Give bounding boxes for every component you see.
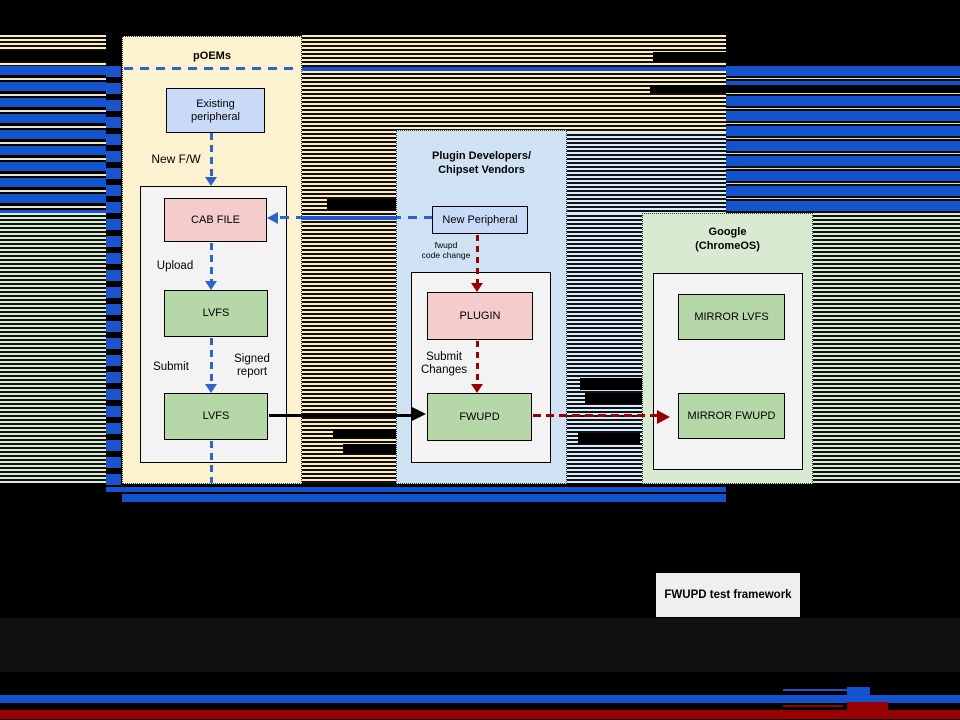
redaction-bar: [578, 433, 640, 444]
blue-glitch-line-top: [302, 67, 960, 71]
redaction-bar: [0, 50, 106, 62]
label-submit-changes-line2: Changes: [420, 364, 468, 376]
arrow-submit-head: [205, 384, 217, 393]
node-mirror-lvfs: MIRROR LVFS: [678, 294, 785, 340]
redaction-bar: [580, 378, 642, 390]
stripe-region-green-left: [0, 213, 106, 483]
node-mirror-fwupd-label: MIRROR FWUPD: [687, 409, 776, 422]
arrow-lvfs-to-fwupd-line: [269, 414, 413, 417]
label-new-fw: New F/W: [151, 152, 201, 166]
blue-glitch-bar-2: [122, 494, 726, 502]
node-mirror-fwupd: MIRROR FWUPD: [678, 393, 785, 439]
node-cab-file-label: CAB FILE: [191, 213, 240, 226]
label-submit: Submit: [153, 361, 189, 373]
dark-glitch-band: [0, 618, 960, 672]
panel-google-title-line2: (ChromeOS): [695, 240, 760, 252]
stripe-region-lightblue-upper: [567, 132, 726, 213]
node-fwupd-label: FWUPD: [459, 410, 500, 423]
red-glitch-bar-bottom: [0, 710, 960, 719]
node-fwupd: FWUPD: [427, 393, 532, 441]
blue-glitch-thin-line: [783, 689, 847, 691]
arrow-new-fw-head: [205, 177, 217, 186]
node-lvfs-submit-label: LVFS: [202, 410, 230, 422]
arrow-submit-changes-line: [476, 341, 479, 384]
label-submit-changes: Submit Changes: [416, 351, 472, 377]
label-upload: Upload: [156, 260, 194, 272]
panel-poems-title: pOEMs: [193, 50, 231, 62]
arrow-lvfs-to-fwupd-head: [412, 407, 426, 421]
label-submit-changes-line1: Submit: [426, 351, 462, 363]
label-signed-report-line1: Signed: [234, 353, 270, 365]
arrow-submit-changes-head: [471, 384, 483, 393]
red-glitch-block: [847, 702, 888, 711]
arrow-upload-line: [210, 243, 213, 282]
node-cab-file: CAB FILE: [164, 198, 267, 242]
blue-glitch-bar-bottom: [0, 695, 960, 703]
arrow-new-peripheral-to-cab-solid: [301, 216, 397, 220]
poems-dashed-divider: [124, 67, 300, 70]
redaction-bar: [327, 199, 397, 210]
stripe-region-tan-top-right: [567, 35, 726, 132]
stripe-region-blue-left: [0, 66, 106, 213]
node-new-peripheral-label: New Peripheral: [442, 213, 518, 226]
redaction-bar: [343, 444, 396, 454]
stripe-region-tan-above-plugin: [396, 35, 567, 130]
label-fwupd-code-change-line2: code change: [421, 250, 471, 260]
node-mirror-lvfs-label: MIRROR LVFS: [694, 310, 769, 323]
redaction-bar: [650, 85, 960, 93]
red-glitch-thin-line: [783, 705, 843, 707]
node-existing-peripheral-line1: Existing: [196, 97, 235, 110]
label-signed-report: Signed report: [224, 353, 280, 379]
redaction-bar: [333, 429, 396, 438]
stripe-region-green-right: [813, 213, 960, 483]
label-fwupd-code-change: fwupd code change: [404, 240, 488, 260]
node-lvfs-upload: LVFS: [164, 290, 268, 337]
node-plugin-label: PLUGIN: [459, 309, 501, 322]
node-existing-peripheral-line2: peripheral: [191, 110, 240, 123]
node-new-peripheral: New Peripheral: [432, 206, 528, 234]
blue-dashed-column: [106, 66, 121, 486]
node-fwupd-test-framework: FWUPD test framework: [656, 573, 800, 617]
arrow-new-peripheral-to-cab-head: [267, 212, 278, 224]
node-fwupd-test-framework-label: FWUPD test framework: [664, 588, 792, 601]
arrow-fwupd-code-change-line: [476, 235, 479, 283]
arrow-fwupd-to-mirror-head: [657, 410, 670, 424]
arrow-new-fw-line: [210, 133, 213, 178]
panel-plugin-title-line1: Plugin Developers/: [431, 150, 532, 162]
arrow-fwupd-code-change-head: [471, 283, 483, 292]
redaction-bar: [653, 52, 960, 62]
arrow-submit-line: [210, 338, 213, 384]
label-fwupd-code-change-line1: fwupd: [434, 240, 458, 250]
blue-glitch-bar-1: [106, 487, 726, 492]
arrow-upload-head: [205, 281, 217, 290]
node-lvfs-upload-label: LVFS: [202, 307, 230, 319]
node-lvfs-submit: LVFS: [164, 393, 268, 440]
panel-google-title-line1: Google: [708, 226, 747, 238]
arrow-continuation-line: [210, 441, 213, 483]
label-signed-report-line2: report: [236, 366, 268, 378]
redaction-bar: [585, 393, 642, 404]
arrow-fwupd-to-mirror-line: [533, 414, 659, 417]
node-plugin: PLUGIN: [427, 292, 533, 340]
stripe-region-tan-middle: [302, 35, 396, 483]
panel-plugin-title-line2: Chipset Vendors: [438, 164, 525, 176]
